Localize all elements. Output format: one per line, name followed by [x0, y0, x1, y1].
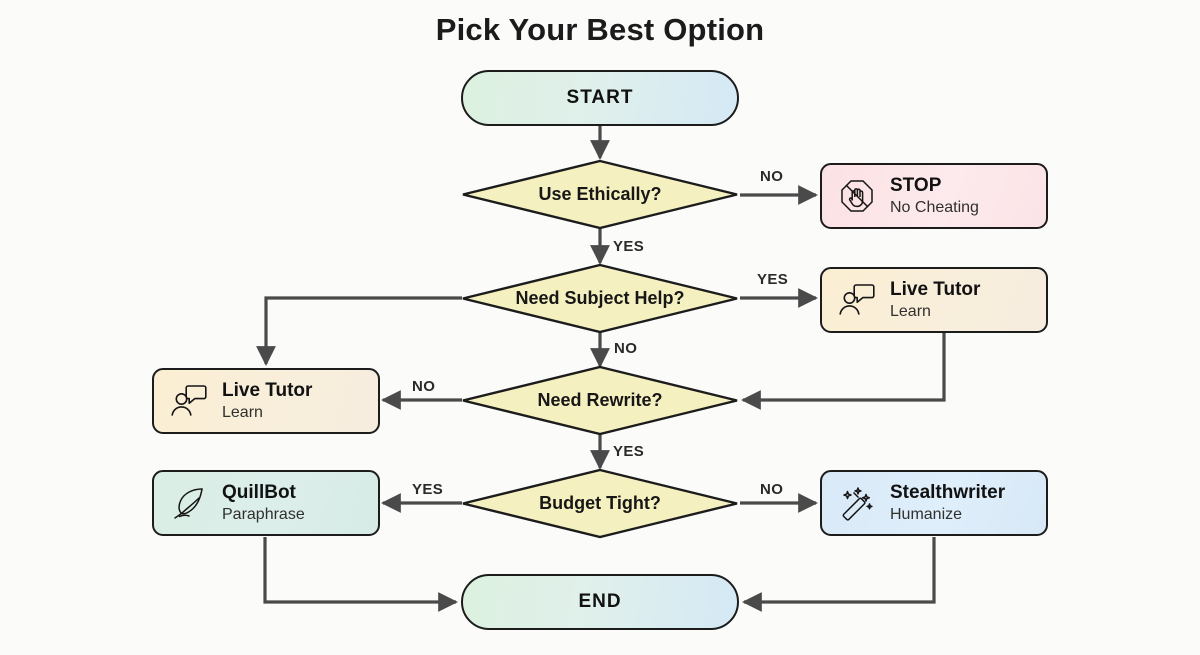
- node-stop-title: STOP: [890, 175, 942, 197]
- node-stealthwriter-text: Stealthwriter Humanize: [890, 482, 1005, 523]
- edge-label-budget-yes: YES: [412, 481, 444, 498]
- edge-tutor-right-to-rewrite: [741, 333, 946, 410]
- node-stop-text: STOP No Cheating: [890, 175, 979, 216]
- node-live-tutor-right-subtitle: Learn: [890, 302, 931, 320]
- node-live-tutor-right-card[interactable]: Live Tutor Learn: [820, 267, 1048, 333]
- node-stop-card[interactable]: STOP No Cheating: [820, 163, 1048, 229]
- node-decision-use-ethically[interactable]: Use Ethically?: [462, 159, 738, 230]
- node-stealthwriter-card[interactable]: Stealthwriter Humanize: [820, 470, 1048, 536]
- edge-label-rewrite-no: NO: [412, 378, 436, 395]
- edge-stealthwriter-to-end: [742, 537, 936, 612]
- node-quillbot-card[interactable]: QuillBot Paraphrase: [152, 470, 380, 536]
- feather-quill-icon: [168, 482, 210, 524]
- node-end[interactable]: END: [461, 574, 739, 630]
- person-chat-icon: [168, 380, 210, 422]
- node-live-tutor-left-title: Live Tutor: [222, 380, 313, 402]
- node-stop-subtitle: No Cheating: [890, 198, 979, 216]
- page-title: Pick Your Best Option: [435, 12, 765, 47]
- node-decision-need-subject-help[interactable]: Need Subject Help?: [462, 263, 738, 334]
- magic-wand-icon: [836, 482, 878, 524]
- node-live-tutor-left-text: Live Tutor Learn: [222, 380, 312, 421]
- node-start-label: START: [566, 87, 634, 108]
- node-decision-need-rewrite[interactable]: Need Rewrite?: [462, 365, 738, 436]
- edge-label-ethical-no: NO: [760, 168, 784, 185]
- node-quillbot-subtitle: Paraphrase: [222, 505, 305, 523]
- no-hand-icon: [836, 175, 878, 217]
- edge-label-rewrite-yes: YES: [613, 443, 645, 460]
- node-live-tutor-right-text: Live Tutor Learn: [890, 279, 980, 320]
- node-stealthwriter-subtitle: Humanize: [890, 505, 963, 523]
- edge-label-ethical-yes: YES: [613, 238, 645, 255]
- node-live-tutor-left-subtitle: Learn: [222, 403, 263, 421]
- edge-subject-left-to-tutor: [256, 296, 462, 366]
- node-quillbot-title: QuillBot: [222, 482, 296, 504]
- node-end-label: END: [578, 591, 622, 612]
- node-quillbot-text: QuillBot Paraphrase: [222, 482, 305, 523]
- node-start[interactable]: START: [461, 70, 739, 126]
- node-stealthwriter-title: Stealthwriter: [890, 482, 1006, 504]
- node-live-tutor-right-title: Live Tutor: [890, 279, 981, 301]
- node-live-tutor-left-card[interactable]: Live Tutor Learn: [152, 368, 380, 434]
- edge-label-subject-no: NO: [614, 340, 638, 357]
- edge-label-budget-no: NO: [760, 481, 784, 498]
- node-decision-budget-tight[interactable]: Budget Tight?: [462, 468, 738, 539]
- edge-quillbot-to-end: [263, 537, 458, 612]
- edge-label-subject-yes: YES: [757, 271, 789, 288]
- person-chat-icon: [836, 279, 878, 321]
